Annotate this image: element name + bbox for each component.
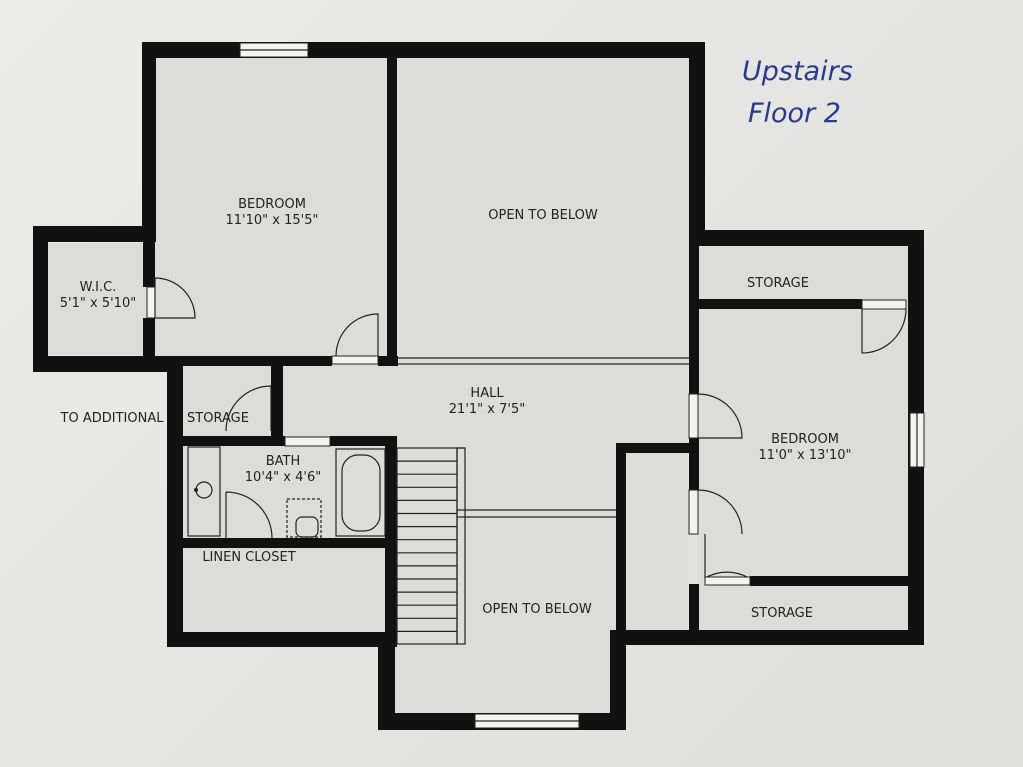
open-to-below-bottom-label: OPEN TO BELOW — [482, 602, 592, 617]
hall-size: 21'1" x 7'5" — [449, 402, 525, 417]
storage-right-top-label: STORAGE — [747, 276, 809, 291]
railings — [397, 357, 689, 645]
bedroom2-size: 11'0" x 13'10" — [759, 448, 852, 463]
storage-left-label: STORAGE — [187, 411, 249, 426]
handwritten-note: Upstairs Floor 2 — [742, 56, 853, 129]
bath-size: 10'4" x 4'6" — [245, 470, 321, 485]
doors — [146, 277, 907, 586]
bedroom1-size: 11'10" x 15'5" — [226, 213, 319, 228]
open-to-below-top-label: OPEN TO BELOW — [488, 208, 598, 223]
stair-outline — [396, 447, 458, 645]
to-additional-label: TO ADDITIONAL — [60, 411, 165, 426]
wic-name: W.I.C. — [80, 280, 117, 295]
hall-name: HALL — [470, 386, 504, 401]
bedroom2-name: BEDROOM — [771, 432, 839, 447]
bath-fixtures — [187, 446, 386, 538]
staircase — [396, 447, 458, 645]
bedroom1-name: BEDROOM — [238, 197, 306, 212]
storage-right-bottom-label: STORAGE — [751, 606, 813, 621]
bath-name: BATH — [266, 454, 301, 469]
note-line-2: Floor 2 — [748, 98, 841, 129]
room-labels: BEDROOM 11'10" x 15'5" OPEN TO BELOW W.I… — [60, 197, 852, 621]
linen-closet-label: LINEN CLOSET — [202, 550, 295, 565]
wic-size: 5'1" x 5'10" — [60, 296, 136, 311]
note-line-1: Upstairs — [742, 56, 853, 87]
windows — [239, 42, 925, 729]
